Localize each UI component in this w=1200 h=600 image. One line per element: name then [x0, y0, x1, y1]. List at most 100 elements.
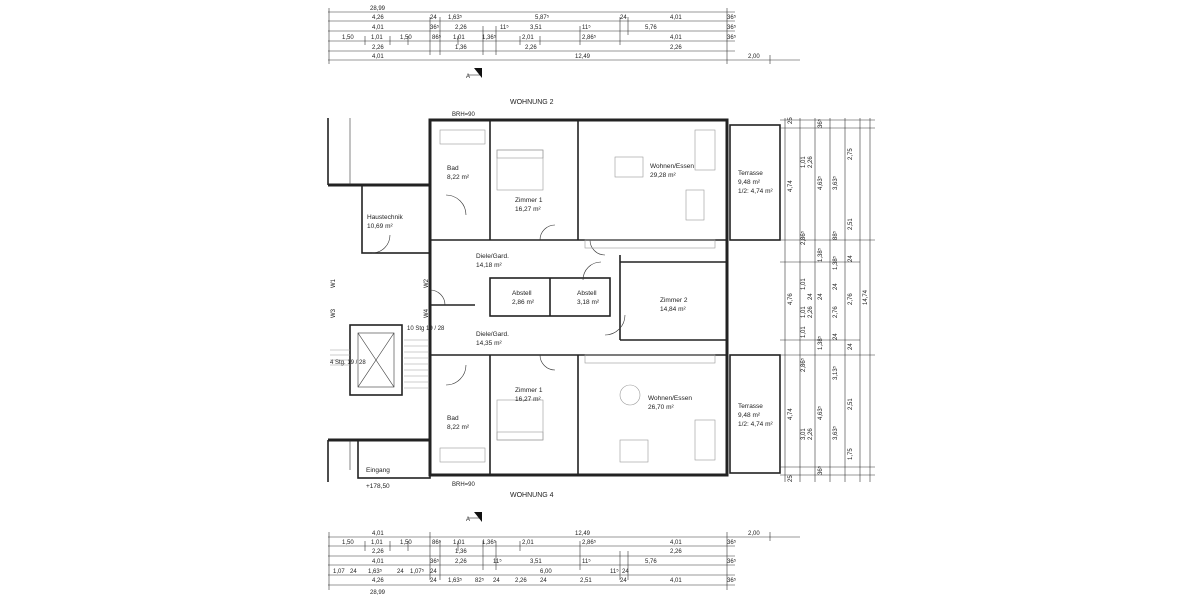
- dim-bot-r1-2: 2,00: [748, 531, 760, 537]
- dim-right-c5-3: 2,76: [848, 293, 854, 305]
- dim-right-c4-5: 24: [833, 333, 839, 340]
- dim-bot-r4-0: 1,07: [333, 569, 345, 575]
- dim-top-r2-3: 5,87⁵: [535, 14, 550, 21]
- room-bad-bottom-area: 8,22 m²: [447, 424, 470, 431]
- dim-right-c4-4: 2,76: [833, 306, 839, 318]
- dim-bot-r5-10: 36⁵: [727, 577, 737, 584]
- section-marker-bottom-label: A: [466, 517, 470, 523]
- dim-bot-r1-0: 4,01: [372, 531, 384, 537]
- dim-bot-r4-5: 24: [430, 569, 437, 575]
- dim-right-c2-0: 1,01: [801, 156, 807, 168]
- dim-top-r6-0: 4,01: [372, 54, 384, 60]
- dim-top-r3-2: 2,26: [455, 25, 467, 31]
- dim-right-c3-5: 4,63⁵: [817, 405, 824, 420]
- room-abstell-right-area: 3,18 m²: [577, 299, 600, 306]
- room-terrasse-top-name: Terrasse: [738, 170, 763, 177]
- dim-right-c5-2: 24: [848, 255, 854, 262]
- dim-top-r6-2: 2,00: [748, 54, 760, 60]
- room-abstell-left-area: 2,86 m²: [512, 299, 535, 306]
- wohnung-2-label: WOHNUNG 2: [510, 99, 554, 106]
- dim-right-c2-4: 24: [808, 293, 814, 300]
- room-diele-bottom-area: 14,35 m²: [476, 340, 502, 347]
- dim-right-c1-0: 25: [788, 117, 794, 124]
- dim-right-c2-5: 1,01: [801, 306, 807, 318]
- dim-right-c4-6: 3,13⁵: [832, 365, 839, 380]
- dim-right-c4-2: 1,38⁵: [832, 255, 839, 270]
- room-diele-top-name: Diele/Gard.: [476, 253, 509, 260]
- dim-top-r4-5: 1,36⁵: [482, 34, 497, 41]
- dim-right-c1-3: 4,74: [788, 408, 794, 420]
- dim-bot-r2-2: 1,50: [400, 540, 412, 546]
- dim-bot-r4-2: 1,63⁵: [368, 568, 383, 575]
- dim-top-r3-7: 36⁵: [727, 24, 737, 31]
- dim-bot-r5-6: 24: [540, 578, 547, 584]
- room-bad-bottom-name: Bad: [447, 415, 459, 422]
- dim-bot-r5-0: 4,26: [372, 578, 384, 584]
- dim-bot-r2-5: 1,36⁵: [482, 539, 497, 546]
- dim-top-r3-4: 3,51: [530, 25, 542, 31]
- brh-top-label: BRH=90: [452, 112, 476, 118]
- dim-right-c2-8: 2,86⁵: [800, 357, 807, 372]
- room-wohnen-bottom-name: Wohnen/Essen: [648, 395, 692, 402]
- dim-top-r6-1: 12,49: [575, 54, 591, 60]
- dim-top-r4-9: 36⁵: [727, 34, 737, 41]
- dim-top-r2-1: 24: [430, 15, 437, 21]
- dim-top-r3-1: 36⁵: [430, 24, 440, 31]
- dim-top-r2-0: 4,26: [372, 15, 384, 21]
- dim-bot-r4-8: 24: [622, 569, 629, 575]
- dim-bot-r4-7: 11⁵: [610, 568, 619, 575]
- dim-bot-r2-6: 2,01: [522, 540, 534, 546]
- dim-bot-r5-1: 24: [430, 578, 437, 584]
- room-labels: Bad 8,22 m² Zimmer 1 16,27 m² Wohnen/Ess…: [330, 163, 774, 490]
- dim-top-r3-0: 4,01: [372, 25, 384, 31]
- room-zimmer1-top-name: Zimmer 1: [515, 197, 543, 204]
- dim-bot-r4-3: 24: [397, 569, 404, 575]
- wall-tag-w4: W4: [424, 308, 430, 318]
- dim-right-c2-9: 3,01: [801, 428, 807, 440]
- dim-bot-r5-8: 24: [620, 578, 627, 584]
- room-wohnen-bottom-area: 26,70 m²: [648, 404, 674, 411]
- dim-right-c2-2: 2,86⁵: [800, 230, 807, 245]
- room-bad-top-name: Bad: [447, 165, 459, 172]
- dim-right-c2-1: 2,26: [808, 156, 814, 168]
- room-terrasse-top-area: 9,48 m²: [738, 179, 761, 186]
- dim-top-r2-5: 4,01: [670, 15, 682, 21]
- dim-right-c5-4: 24: [848, 343, 854, 350]
- dim-bot-r3-1: 36⁵: [430, 558, 440, 565]
- dim-top-r3-6: 5,76: [645, 25, 657, 31]
- dim-bot-r1-1: 12,49: [575, 531, 591, 537]
- room-zimmer1-top-area: 16,27 m²: [515, 206, 541, 213]
- dim-bot-r5-4: 24: [493, 578, 500, 584]
- dim-right-c2-3: 1,01: [801, 278, 807, 290]
- right-dimension-chains: 25 4,74 4,76 4,74 25 1,01 2,26 2,86⁵ 1,0…: [780, 117, 875, 482]
- dim-bot-r2-8: 4,01: [670, 540, 682, 546]
- dim-bot-r2-4: 1,01: [453, 540, 465, 546]
- room-terrasse-bottom-name: Terrasse: [738, 403, 763, 410]
- room-terrasse-bottom-area2: 1/2: 4,74 m²: [738, 421, 774, 428]
- dim-bot-r2b-2: 2,26: [670, 549, 682, 555]
- dim-bot-r5-3: 82⁵: [475, 577, 485, 584]
- room-abstell-left-name: Abstell: [512, 290, 532, 297]
- dim-top-r4-8: 4,01: [670, 35, 682, 41]
- dim-right-total: 14,74: [863, 289, 869, 305]
- dim-bot-r3-6: 5,76: [645, 559, 657, 565]
- room-terrasse-bottom-area: 9,48 m²: [738, 412, 761, 419]
- dim-top-r2-4: 24: [620, 15, 627, 21]
- dim-right-c4-0: 3,63⁵: [832, 175, 839, 190]
- room-abstell-right-name: Abstell: [577, 290, 597, 297]
- dim-right-c5-1: 2,51: [848, 218, 854, 230]
- dim-bot-r2-3: 86⁵: [432, 539, 442, 546]
- dim-bot-r4-1: 24: [350, 569, 357, 575]
- dim-bot-r2-0: 1,50: [342, 540, 354, 546]
- dim-bot-r3-0: 4,01: [372, 559, 384, 565]
- dim-bot-r3-3: 11⁵: [493, 558, 502, 565]
- dim-bot-r4-4: 1,07⁵: [410, 568, 425, 575]
- stairs-right-label: 10 Stg 19 / 28: [407, 326, 445, 332]
- dim-bot-r3-4: 3,51: [530, 559, 542, 565]
- dim-top-r4-2: 1,50: [400, 35, 412, 41]
- dim-bot-r3-5: 11⁵: [582, 558, 591, 565]
- dim-right-c3-0: 36⁵: [817, 118, 824, 128]
- dim-right-c2-10: 2,26: [808, 428, 814, 440]
- dim-bot-r5-9: 4,01: [670, 578, 682, 584]
